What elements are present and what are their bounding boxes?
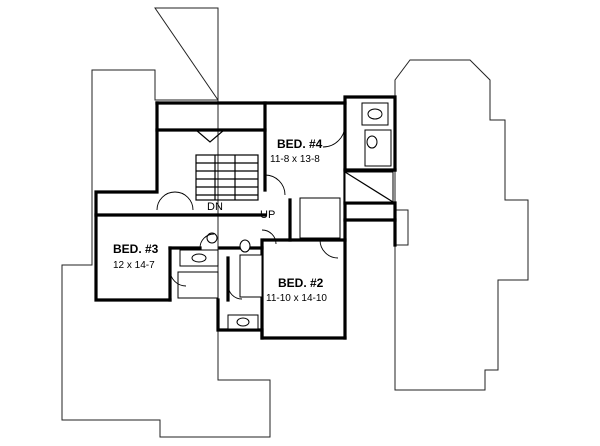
sink-shared [236, 317, 250, 327]
door-swings [156, 124, 346, 300]
stair-down-label: DN [207, 201, 223, 213]
roof-outline-right [394, 59, 529, 391]
bed4-dims: 11-8 x 13-8 [270, 154, 320, 165]
roof-outline-left [61, 7, 271, 438]
bed4-name: BED. #4 [277, 137, 323, 151]
tub-shared [239, 254, 263, 298]
tub-bed4 [364, 129, 392, 167]
closet-up [299, 197, 341, 239]
toilet-bed3 [206, 232, 218, 244]
bed3-name: BED. #3 [113, 242, 159, 256]
bed3-dims: 12 x 14-7 [113, 260, 155, 271]
bathroom-fixtures [177, 102, 394, 330]
walls [94, 95, 397, 340]
bed2-dims: 11-10 x 14-10 [266, 293, 327, 304]
toilet-icon [366, 135, 378, 149]
sink-bed3 [191, 253, 207, 263]
sink-icon [367, 108, 383, 120]
stairwell [195, 129, 259, 201]
closet-bed3 [177, 271, 219, 299]
toilet-shared [239, 239, 251, 253]
bed2-name: BED. #2 [278, 276, 324, 290]
stair-up-label: UP [260, 209, 275, 221]
